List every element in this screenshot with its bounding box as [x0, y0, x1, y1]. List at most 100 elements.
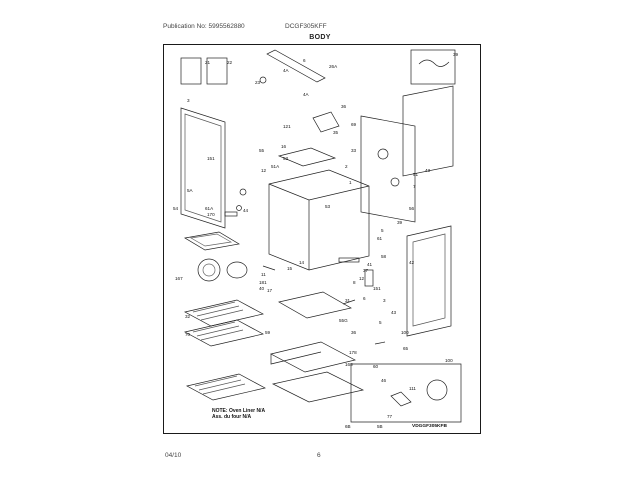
part-callout-3: 3: [187, 98, 190, 103]
part-callout-170: 170: [207, 212, 215, 217]
part-callout-42: 42: [409, 260, 415, 265]
drawer-body: [270, 341, 356, 373]
part-callout-4a: 4A: [283, 68, 290, 73]
part-callout-15: 15: [287, 266, 293, 271]
part-callout-4a: 4A: [303, 92, 310, 97]
part-callout-1: 1: [349, 180, 352, 185]
part-callout-43: 43: [391, 310, 397, 315]
model-number: DCGF305KFF: [285, 23, 327, 30]
oven-rack-upper: [184, 299, 264, 327]
part-callout-17: 17: [267, 288, 273, 293]
rear-panel: [402, 85, 454, 177]
part-callout-26a: 26A: [329, 64, 338, 69]
oven-door: [406, 225, 452, 337]
inset-box-21: [180, 57, 202, 85]
part-callout-53: 53: [283, 156, 289, 161]
inset-box-22: [206, 57, 228, 85]
part-callout-6: 6: [363, 296, 366, 301]
part-callout-39: 39: [453, 52, 459, 57]
part-callout-151: 151: [373, 286, 381, 291]
part-callout-61a: 61A: [205, 206, 214, 211]
part-callout-3: 3: [383, 298, 386, 303]
drawer-front: [271, 371, 365, 403]
part-callout-22: 22: [227, 60, 233, 65]
oven-rack-bottom: [186, 373, 266, 401]
part-callout-5: 5: [381, 228, 384, 233]
broil-pan: [184, 231, 240, 251]
flue-vent: [312, 111, 340, 133]
part-callout-8: 8: [353, 280, 356, 285]
footer-date: 04/10: [165, 452, 182, 459]
part-callout-5b: 5B: [377, 424, 383, 429]
part-callout-77: 77: [387, 414, 393, 419]
part-callout-56: 56: [409, 206, 415, 211]
part-callout-5a: 5A: [187, 188, 194, 193]
part-callout-181: 181: [259, 280, 267, 285]
part-callout-5: 5: [379, 320, 382, 325]
diagram-title: BODY: [309, 34, 331, 41]
figure-identifier: VDGGF305KFB: [412, 424, 447, 429]
part-callout-12: 12: [261, 168, 267, 173]
part-callout-168: 168: [345, 362, 353, 367]
part-callout-53: 53: [325, 204, 331, 209]
part-callout-167: 167: [175, 276, 183, 281]
part-callout-31: 31: [345, 298, 351, 303]
part-callout-40: 40: [259, 286, 265, 291]
part-callout-33: 33: [351, 148, 357, 153]
part-callout-59: 59: [265, 330, 271, 335]
part-callout-55: 55: [259, 148, 265, 153]
part-callout-60: 60: [373, 364, 379, 369]
part-callout-7: 7: [413, 184, 416, 189]
part-callout-151: 151: [207, 156, 215, 161]
part-callout-46: 46: [381, 378, 387, 383]
part-callout-23: 23: [255, 80, 261, 85]
part-callout-2: 2: [345, 164, 348, 169]
part-callout-61: 61: [377, 236, 383, 241]
publication-number: Publication No: 5995562880: [163, 23, 245, 30]
oven-liner-note: NOTE: Oven Liner N/A Ass. du four N/A: [212, 408, 265, 420]
part-callout-11: 11: [261, 272, 266, 277]
part-callout-36: 36: [341, 104, 347, 109]
part-callout-121: 121: [283, 124, 291, 129]
part-callout-100: 100: [401, 330, 409, 335]
vent-bracket: [266, 49, 326, 83]
part-callout-41: 41: [367, 262, 373, 267]
part-callout-39: 39: [397, 220, 403, 225]
part-callout-51: 51: [413, 172, 419, 177]
note-line-1: NOTE: Oven Liner N/A: [212, 408, 266, 414]
part-callout-178: 178: [349, 350, 357, 355]
part-callout-12: 12: [359, 276, 365, 281]
part-callout-100: 100: [445, 358, 453, 363]
part-callout-6b: 6B: [345, 424, 351, 429]
burner-box: [277, 147, 337, 167]
part-callout-69: 69: [351, 122, 357, 127]
part-callout-65: 65: [403, 346, 409, 351]
part-callout-21: 21: [205, 60, 211, 65]
part-callout-36: 36: [351, 330, 357, 335]
convection-fan: [197, 258, 221, 282]
part-callout-6: 6: [303, 58, 306, 63]
note-line-2: Ass. du four N/A: [212, 414, 252, 420]
part-callout-32: 32: [185, 314, 191, 319]
diagram-frame: [163, 44, 481, 434]
part-callout-43: 43: [425, 168, 431, 173]
part-callout-44: 44: [243, 208, 249, 213]
oven-rack-lower: [184, 319, 264, 347]
part-callout-54: 54: [173, 206, 179, 211]
part-callout-51a: 51A: [271, 164, 280, 169]
footer-page-number: 6: [317, 452, 321, 459]
part-callout-14: 14: [299, 260, 305, 265]
part-callout-58: 58: [381, 254, 387, 259]
inset-box-39: [410, 49, 456, 85]
part-callout-55g: 55G: [339, 318, 348, 323]
part-callout-111: 111: [409, 386, 416, 391]
part-callout-37: 37: [363, 268, 369, 273]
part-callout-16: 16: [281, 144, 287, 149]
part-callout-70: 70: [185, 332, 191, 337]
left-side-panel: [180, 107, 226, 229]
oven-body: [268, 169, 370, 271]
oven-bottom: [278, 291, 352, 319]
back-wall: [360, 115, 416, 223]
